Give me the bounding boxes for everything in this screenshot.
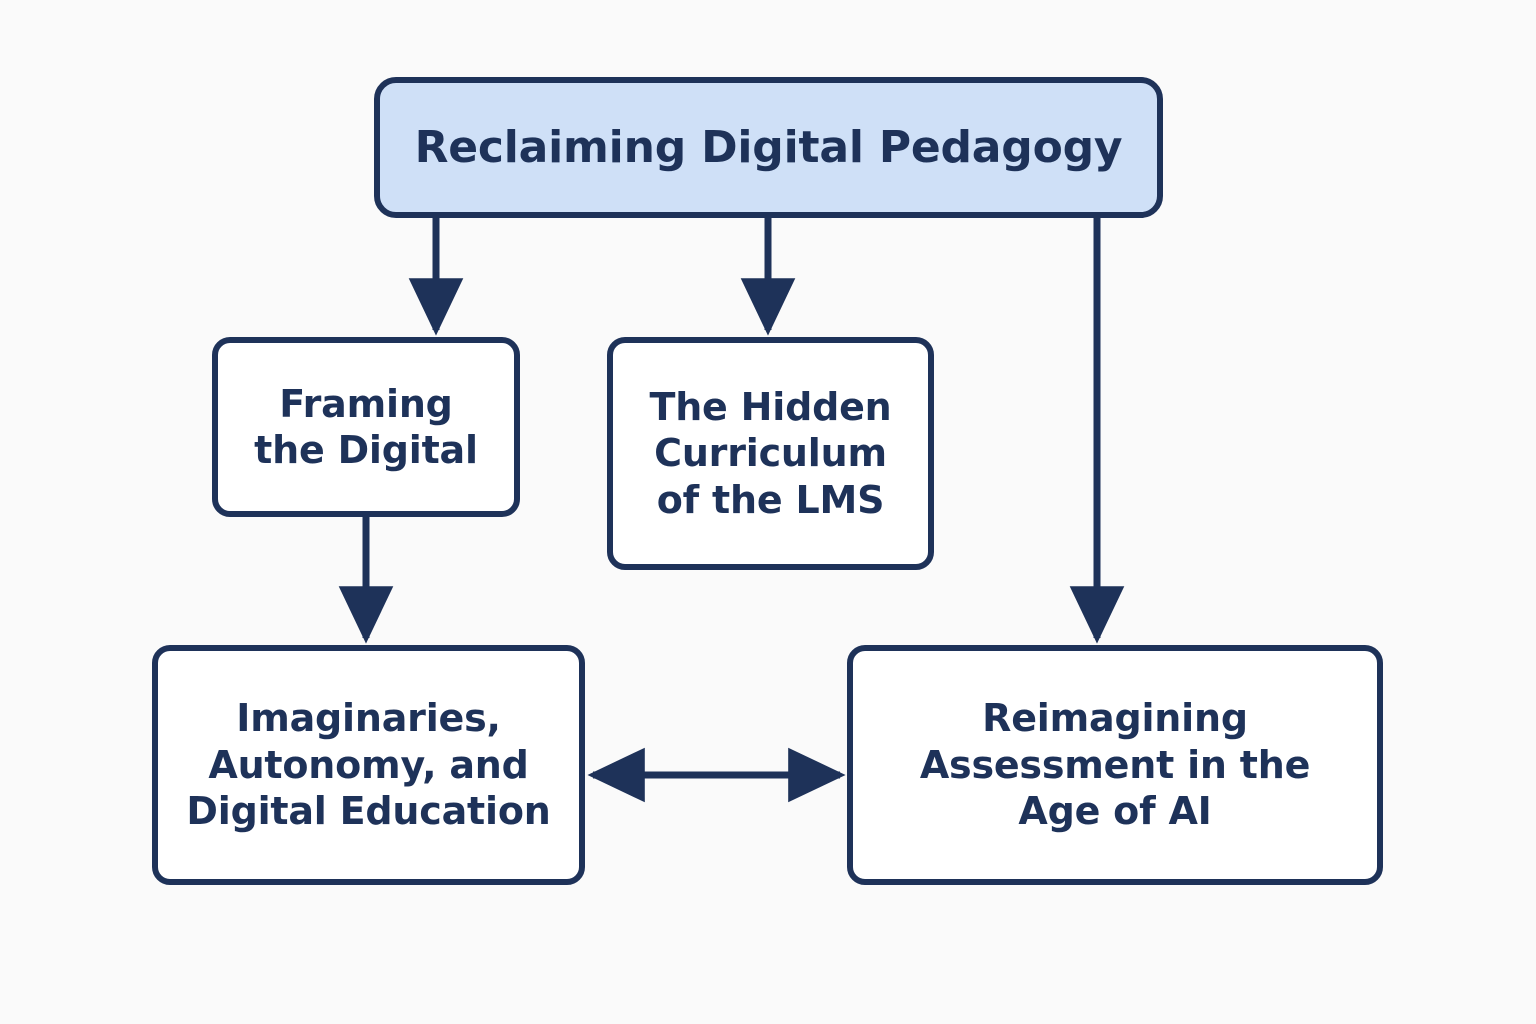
- node-label-root: Reclaiming Digital Pedagogy: [414, 121, 1123, 173]
- node-label-imaginaries: Imaginaries, Autonomy, and Digital Educa…: [186, 696, 551, 834]
- node-label-lms: The Hidden Curriculum of the LMS: [649, 384, 892, 522]
- node-framing-the-digital[interactable]: Framing the Digital: [212, 337, 520, 517]
- node-reclaiming-digital-pedagogy[interactable]: Reclaiming Digital Pedagogy: [374, 77, 1163, 218]
- node-label-framing: Framing the Digital: [254, 381, 478, 472]
- node-imaginaries-autonomy-digital-education[interactable]: Imaginaries, Autonomy, and Digital Educa…: [152, 645, 585, 885]
- node-label-assessment: Reimagining Assessment in the Age of AI: [919, 696, 1311, 834]
- node-reimagining-assessment-age-of-ai[interactable]: Reimagining Assessment in the Age of AI: [847, 645, 1383, 885]
- node-hidden-curriculum-of-the-lms[interactable]: The Hidden Curriculum of the LMS: [607, 337, 934, 570]
